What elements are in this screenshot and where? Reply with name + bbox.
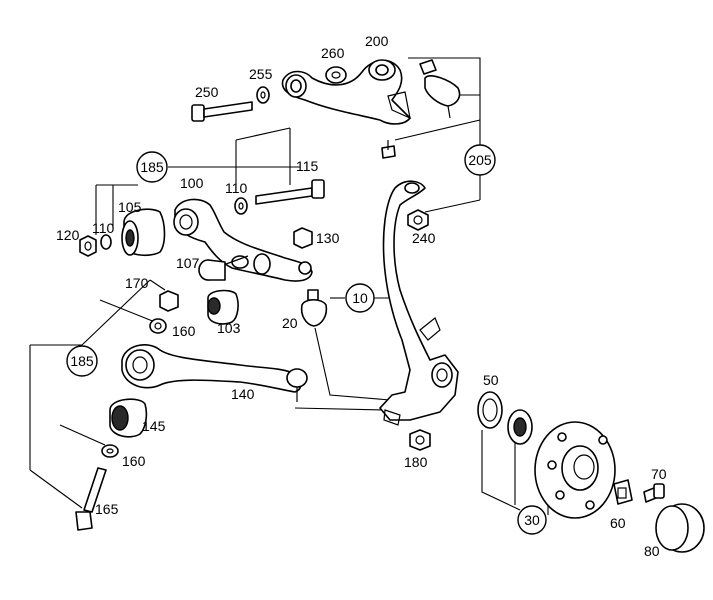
- nut-170: [159, 290, 179, 312]
- nut-180: [409, 429, 431, 451]
- label-160-upper: 160: [172, 323, 196, 339]
- label-110-upper: 110: [225, 180, 248, 196]
- label-60: 60: [610, 515, 626, 531]
- label-120: 120: [56, 227, 80, 243]
- bushing-107: [198, 255, 249, 281]
- bolt-250: [191, 101, 253, 122]
- washer-255: [256, 86, 270, 104]
- washer-110-upper: [234, 197, 248, 215]
- label-180: 180: [404, 454, 428, 470]
- label-160-lower: 160: [122, 453, 146, 469]
- lower-control-arm: [173, 198, 313, 282]
- steering-knuckle: [379, 180, 459, 426]
- upper-control-arm: [281, 59, 411, 125]
- leader-30-left: [481, 430, 521, 511]
- bearing-30: [507, 409, 533, 445]
- leader-205-top: [408, 57, 481, 145]
- leader-185b-165: [29, 469, 83, 509]
- part-labels: 200 260 250 255 115 100 110 105 110 120 …: [56, 33, 667, 559]
- label-115: 115: [296, 158, 319, 174]
- leader-lines: [29, 57, 549, 515]
- label-255: 255: [249, 66, 273, 82]
- bushing-105: [121, 208, 166, 257]
- label-140: 140: [231, 386, 255, 402]
- wheel-hub: [534, 421, 616, 519]
- nut-130: [293, 227, 313, 249]
- ball-joint-20: [300, 289, 328, 327]
- callout-185-lower-label: 185: [70, 353, 94, 369]
- label-130: 130: [316, 230, 340, 246]
- callout-185-upper: 185: [136, 151, 168, 183]
- label-200: 200: [365, 33, 389, 49]
- callout-30-label: 30: [524, 512, 540, 528]
- callout-10: 10: [345, 283, 375, 313]
- label-145: 145: [142, 418, 166, 434]
- washer-110-left: [100, 234, 112, 250]
- label-107: 107: [176, 255, 200, 271]
- leader-185b-170: [149, 279, 166, 291]
- label-80: 80: [644, 543, 660, 559]
- leader-185b-160: [59, 424, 106, 446]
- callout-205: 205: [464, 144, 496, 176]
- nut-120: [79, 235, 97, 257]
- nut-240: [407, 209, 429, 231]
- bushing-145: [109, 398, 148, 438]
- callout-30: 30: [517, 505, 547, 535]
- washer-160-lower: [101, 444, 119, 458]
- label-260: 260: [321, 45, 345, 61]
- leader-185a-top: [235, 127, 291, 141]
- label-240: 240: [412, 230, 436, 246]
- washer-160-upper: [149, 318, 167, 334]
- callout-10-label: 10: [352, 290, 368, 306]
- upper-ball-joint: [381, 59, 461, 159]
- callout-205-label: 205: [468, 152, 492, 168]
- leader-140-joint: [294, 407, 386, 411]
- leader-185b-160a: [99, 299, 156, 323]
- nut-260: [325, 66, 347, 84]
- leader-185b-up: [81, 279, 151, 346]
- label-165: 165: [95, 501, 119, 517]
- leader-205-to-bolt: [394, 119, 481, 141]
- bushing-103: [207, 289, 239, 325]
- clamp-nut-60: [613, 479, 633, 505]
- tension-strut: [121, 344, 308, 402]
- hub-cap-80: [655, 503, 705, 553]
- label-250: 250: [195, 84, 219, 100]
- label-70: 70: [651, 466, 667, 482]
- label-170: 170: [125, 275, 149, 291]
- bolt-115: [255, 179, 325, 205]
- leader-205-to-240: [424, 199, 481, 213]
- seal-50: [477, 391, 503, 429]
- leader-20: [314, 327, 391, 401]
- callout-185-upper-label: 185: [140, 159, 164, 175]
- label-105: 105: [118, 199, 142, 215]
- screw-70: [643, 483, 665, 503]
- label-103: 103: [217, 320, 241, 336]
- label-110-left: 110: [92, 220, 115, 236]
- label-20: 20: [282, 315, 298, 331]
- callout-185-lower: 185: [66, 345, 98, 377]
- label-50: 50: [483, 372, 499, 388]
- bolt-165: [75, 467, 107, 531]
- label-100: 100: [180, 175, 204, 191]
